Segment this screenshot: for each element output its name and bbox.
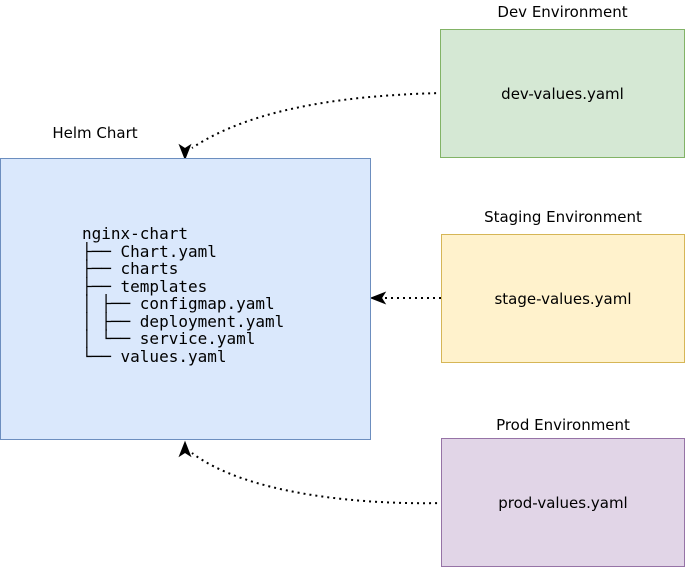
dev-environment-box: dev-values.yaml (440, 29, 685, 158)
staging-to-helm-arrow (369, 291, 441, 305)
arrowhead-up-icon (178, 440, 192, 458)
helm-chart-title: Helm Chart (52, 124, 138, 142)
dev-to-helm-arrow (178, 92, 443, 161)
arrowhead-down-icon (178, 143, 192, 161)
prod-environment-title: Prod Environment (496, 416, 630, 434)
helm-chart-box: nginx-chart ├── Chart.yaml ├── charts ├─… (0, 158, 371, 440)
staging-environment-box: stage-values.yaml (441, 234, 685, 363)
prod-to-helm-arrow (178, 440, 444, 505)
staging-environment-title: Staging Environment (484, 208, 642, 226)
dev-environment-title: Dev Environment (497, 3, 628, 21)
arrowhead-left-icon (369, 291, 387, 305)
prod-environment-box: prod-values.yaml (441, 438, 685, 567)
prod-values-file-label: prod-values.yaml (498, 493, 628, 512)
dev-values-file-label: dev-values.yaml (501, 84, 624, 103)
helm-chart-file-tree: nginx-chart ├── Chart.yaml ├── charts ├─… (82, 224, 285, 366)
stage-values-file-label: stage-values.yaml (494, 289, 632, 308)
